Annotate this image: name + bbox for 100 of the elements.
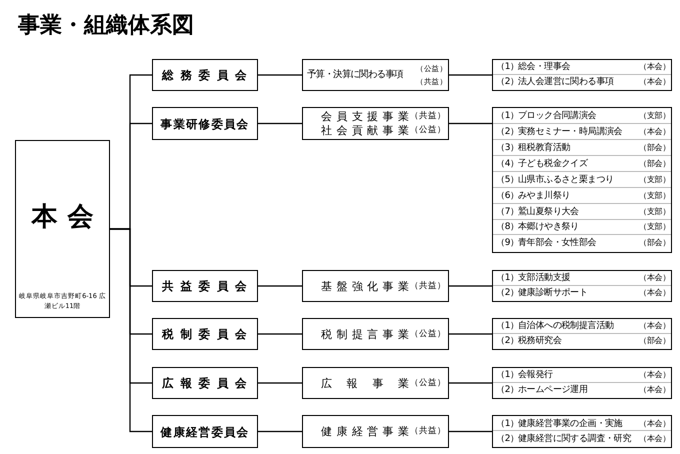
department-tag: （本会） xyxy=(639,60,670,74)
item-number: （9） xyxy=(496,238,519,250)
item-number: （8） xyxy=(496,222,519,234)
item-number: （5） xyxy=(496,174,519,187)
committee-box xyxy=(152,415,258,448)
department-tag: （支部） xyxy=(639,188,670,203)
item-number: （2） xyxy=(496,126,519,139)
committee-name: 共益委員会 xyxy=(162,278,248,294)
category-tag: （公益） xyxy=(410,376,446,390)
category-tag: （公益） xyxy=(410,328,446,340)
committee-box xyxy=(152,318,258,350)
item-number: （1） xyxy=(496,273,519,286)
activity-list-box xyxy=(492,270,672,302)
list-row xyxy=(493,188,671,204)
item-name: 法人会運営に関わる事項 xyxy=(518,76,614,90)
department-tag: （支部） xyxy=(639,220,670,234)
department-tag: （支部） xyxy=(639,204,670,219)
category-tag: （共益） xyxy=(410,110,446,123)
department-tag: （部会） xyxy=(639,236,670,250)
item-name: 健康経営に関する調査・研究 xyxy=(518,432,632,446)
list-row xyxy=(493,156,671,172)
list-row xyxy=(493,204,671,220)
list-row xyxy=(493,416,671,432)
list-row xyxy=(493,124,671,140)
business-box xyxy=(302,59,449,91)
item-name: 山県市ふるさと栗まつり xyxy=(518,174,614,187)
connector-line xyxy=(258,285,302,287)
connector-line xyxy=(258,74,302,76)
business-name: 予算・決算に関わる事項 xyxy=(307,68,403,82)
department-tag: （支部） xyxy=(639,108,670,123)
business-name: 健康経営事業 xyxy=(321,424,409,439)
connector-line xyxy=(258,122,302,124)
list-row xyxy=(493,108,671,124)
connector-line xyxy=(110,228,152,432)
item-name: 租税教育活動 xyxy=(518,141,570,155)
committee-box xyxy=(152,59,258,91)
item-name: 自治体への税制提言活動 xyxy=(518,320,614,334)
item-name: 健康経営事業の企画・実施 xyxy=(518,418,622,431)
item-number: （1） xyxy=(496,62,519,74)
department-tag: （本会） xyxy=(639,368,670,382)
business-name: 会員支援事業 xyxy=(321,108,409,124)
connector-line xyxy=(258,333,302,335)
list-row xyxy=(493,368,671,383)
item-name: ブロック合同講演会 xyxy=(518,110,596,123)
category-tag: （共益） xyxy=(410,425,446,438)
department-tag: （本会） xyxy=(639,271,670,286)
activity-list-box xyxy=(492,318,672,350)
department-tag: （本会） xyxy=(639,319,670,334)
business-name: 社会貢献事業 xyxy=(321,123,409,138)
activity-list-box xyxy=(492,107,672,253)
business-box xyxy=(302,318,449,350)
item-name: 総会・理事会 xyxy=(518,60,570,74)
item-number: （6） xyxy=(496,190,519,203)
list-row xyxy=(493,140,671,156)
item-name: 実務セミナー・時局講演会 xyxy=(518,126,622,139)
activity-list-box xyxy=(492,367,672,399)
business-name: 税制提言事業 xyxy=(321,326,409,342)
business-box xyxy=(302,415,449,448)
department-tag: （本会） xyxy=(639,124,670,139)
committee-name: 税制委員会 xyxy=(162,326,248,342)
connector-line xyxy=(449,430,492,432)
department-tag: （部会） xyxy=(639,156,670,171)
item-name: 健康診断サポート xyxy=(518,286,588,300)
list-row xyxy=(493,60,671,75)
list-row xyxy=(493,319,671,334)
committee-box xyxy=(152,367,258,399)
business-box xyxy=(302,367,449,399)
connector-line xyxy=(449,285,492,287)
connector-line xyxy=(449,333,492,335)
committee-name: 事業研修委員会 xyxy=(160,116,249,132)
item-name: 鷲山夏祭り大会 xyxy=(518,206,579,219)
department-tag: （支部） xyxy=(639,172,670,187)
item-name: 税務研究会 xyxy=(518,334,562,348)
item-number: （7） xyxy=(496,206,519,219)
department-tag: （本会） xyxy=(639,383,670,398)
committee-name: 健康経営委員会 xyxy=(160,424,249,440)
department-tag: （本会） xyxy=(639,75,670,90)
item-name: 本郷けやき祭り xyxy=(518,220,579,234)
item-name: 会報発行 xyxy=(518,368,553,382)
category-tag: （共益） xyxy=(410,280,446,292)
connector-line xyxy=(258,430,302,432)
list-row xyxy=(493,220,671,236)
department-tag: （本会） xyxy=(639,286,670,300)
list-row xyxy=(493,172,671,188)
item-number: （1） xyxy=(496,418,519,431)
connector-line xyxy=(449,382,492,384)
item-number: （1） xyxy=(496,320,519,334)
category-tag: （公益） xyxy=(410,124,446,138)
business-box xyxy=(302,270,449,302)
item-name: 子ども税金クイズ xyxy=(518,158,588,171)
item-number: （1） xyxy=(496,110,519,123)
item-name: ホームページ運用 xyxy=(518,384,588,398)
business-box xyxy=(302,107,449,140)
business-name: 基盤強化事業 xyxy=(321,278,409,294)
connector-line xyxy=(258,382,302,384)
department-tag: （本会） xyxy=(639,416,670,431)
business-name: 広報事業 xyxy=(321,376,409,390)
title: 事業・組織体系図 xyxy=(18,12,194,40)
headquarters-box xyxy=(15,140,110,318)
headquarters-name: 本会 xyxy=(30,201,104,234)
